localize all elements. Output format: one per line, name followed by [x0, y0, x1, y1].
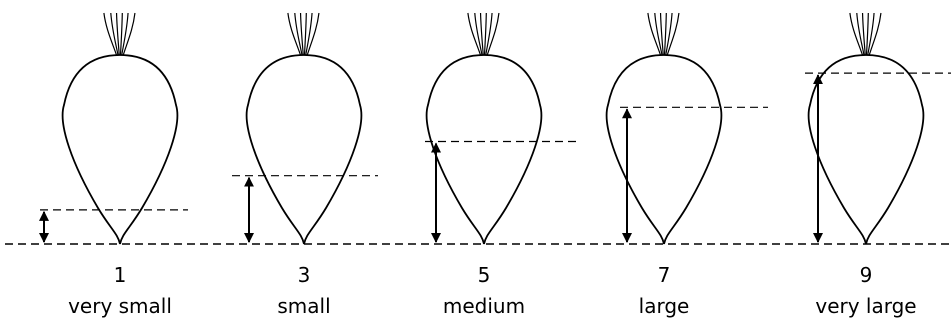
note-label-5: medium — [442, 294, 526, 318]
leaf-stalk-1-1 — [110, 12, 119, 56]
note-label-7: large — [638, 294, 690, 318]
note-value-1: 1 — [113, 263, 127, 287]
note-value-9: 9 — [859, 263, 873, 287]
leaf-stalk-7-2 — [659, 12, 664, 56]
note-label-1: very small — [68, 294, 172, 318]
root-outline-7 — [605, 54, 723, 245]
root-outline-9 — [807, 54, 925, 245]
leaf-stalk-9-0 — [849, 12, 864, 56]
leaf-stalk-5-4 — [485, 12, 493, 56]
leaf-stalk-9-5 — [868, 12, 882, 56]
leaf-stalk-5-2 — [479, 12, 484, 56]
leaf-stalk-7-0 — [647, 12, 662, 56]
leaf-stalk-7-4 — [665, 12, 673, 56]
leaf-stalk-9-1 — [856, 12, 865, 56]
leaf-stalk-5-3 — [483, 12, 487, 56]
leaf-stalk-9-2 — [861, 12, 866, 56]
leaf-stalk-3-2 — [299, 12, 304, 56]
leaf-stalk-1-4 — [121, 12, 129, 56]
leaf-stalk-7-3 — [663, 12, 667, 56]
leaf-stalk-5-0 — [467, 12, 482, 56]
note-value-5: 5 — [477, 263, 491, 287]
leaf-stalk-1-5 — [122, 12, 136, 56]
note-label-9: very large — [815, 294, 917, 318]
leaf-stalk-5-5 — [486, 12, 500, 56]
leaf-stalk-9-4 — [867, 12, 875, 56]
root-outline-3 — [245, 54, 363, 245]
leaf-stalk-3-5 — [306, 12, 320, 56]
leaf-stalk-1-0 — [103, 12, 118, 56]
leaf-stalk-1-2 — [115, 12, 120, 56]
note-label-3: small — [277, 294, 331, 318]
leaf-stalk-7-5 — [666, 12, 680, 56]
leaf-stalk-1-3 — [119, 12, 123, 56]
root-outline-5 — [425, 54, 543, 245]
note-value-3: 3 — [297, 263, 311, 287]
leaf-stalk-7-1 — [654, 12, 663, 56]
root-outline-1 — [61, 54, 179, 245]
leaf-stalk-3-3 — [303, 12, 307, 56]
leaf-stalk-9-3 — [865, 12, 869, 56]
leaf-stalk-3-1 — [294, 12, 303, 56]
leaf-stalk-5-1 — [474, 12, 483, 56]
leaf-stalk-3-4 — [305, 12, 313, 56]
roots-group — [39, 12, 951, 245]
leaf-stalk-3-0 — [287, 12, 302, 56]
note-value-7: 7 — [657, 263, 671, 287]
